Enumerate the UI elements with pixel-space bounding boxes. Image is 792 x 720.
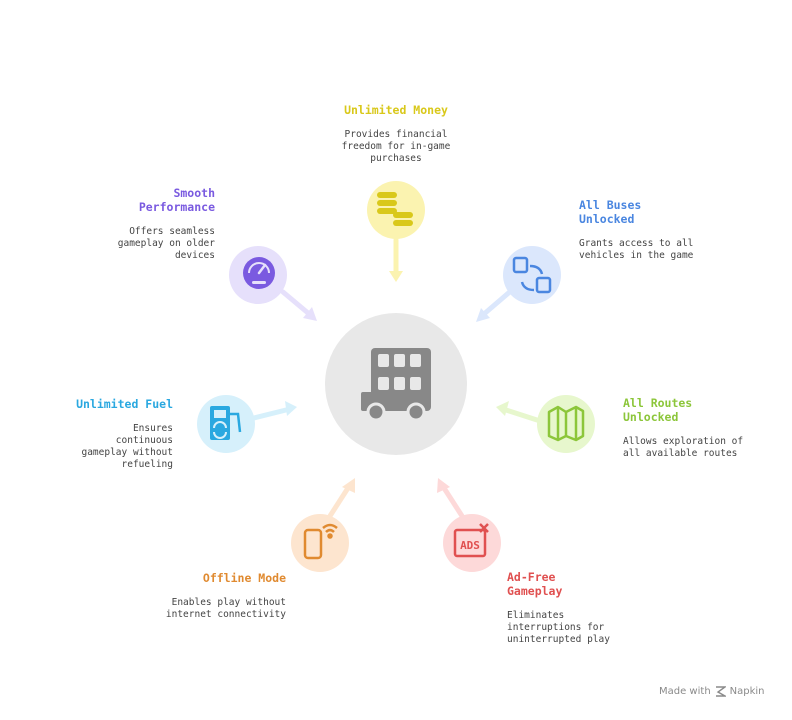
feature-title: Offline Mode (202, 571, 286, 585)
bus-swap-icon (512, 256, 552, 294)
node-smooth-performance (229, 246, 317, 321)
node-all-routes (496, 395, 595, 453)
svg-text:ADS: ADS (460, 539, 480, 552)
label-all-routes: All Routes Unlocked Allows exploration o… (623, 396, 753, 460)
feature-title: Smooth Performance (138, 186, 215, 214)
label-ad-free: Ad-Free Gameplay Eliminates interruption… (507, 570, 647, 646)
made-with-text: Made with (659, 686, 711, 697)
feature-description: Provides financial freedom for in-game p… (341, 129, 451, 164)
feature-title: Ad-Free Gameplay (507, 570, 563, 598)
feature-description: Enables play without internet connectivi… (165, 597, 286, 620)
feature-title: All Routes Unlocked (623, 396, 693, 424)
feature-title: Unlimited Fuel (76, 397, 173, 411)
no-ads-icon: ADS (453, 523, 489, 558)
phone-wifi-icon (303, 523, 338, 560)
node-all-buses (476, 246, 561, 322)
node-unlimited-money (367, 181, 425, 282)
feature-description: Ensures continuous gameplay without refu… (81, 423, 173, 470)
speedometer-icon (243, 257, 275, 289)
feature-description: Allows exploration of all available rout… (623, 436, 744, 459)
feature-title: All Buses Unlocked (579, 198, 642, 226)
bus-icon (361, 348, 431, 422)
node-ad-free: ADS (437, 478, 501, 572)
fuel-pump-icon (210, 406, 242, 440)
napkin-brand-text: Napkin (729, 686, 765, 697)
napkin-logo-icon (715, 686, 726, 697)
node-unlimited-fuel (197, 395, 297, 453)
feature-description: Eliminates interruptions for uninterrupt… (507, 610, 610, 645)
label-all-buses: All Buses Unlocked Grants access to all … (579, 198, 719, 262)
label-smooth-performance: Smooth Performance Offers seamless gamep… (95, 186, 215, 262)
node-offline-mode (291, 478, 355, 572)
feature-description: Grants access to all vehicles in the gam… (579, 238, 694, 261)
map-icon (547, 405, 585, 442)
feature-description: Offers seamless gameplay on older device… (117, 226, 215, 261)
footer-credit: Made with Napkin (659, 686, 765, 697)
label-unlimited-fuel: Unlimited Fuel Ensures continuous gamepl… (53, 397, 173, 471)
feature-title: Unlimited Money (344, 103, 448, 117)
coins-icon (377, 192, 413, 226)
label-offline-mode: Offline Mode Enables play without intern… (126, 571, 286, 621)
label-unlimited-money: Unlimited Money Provides financial freed… (306, 103, 486, 165)
